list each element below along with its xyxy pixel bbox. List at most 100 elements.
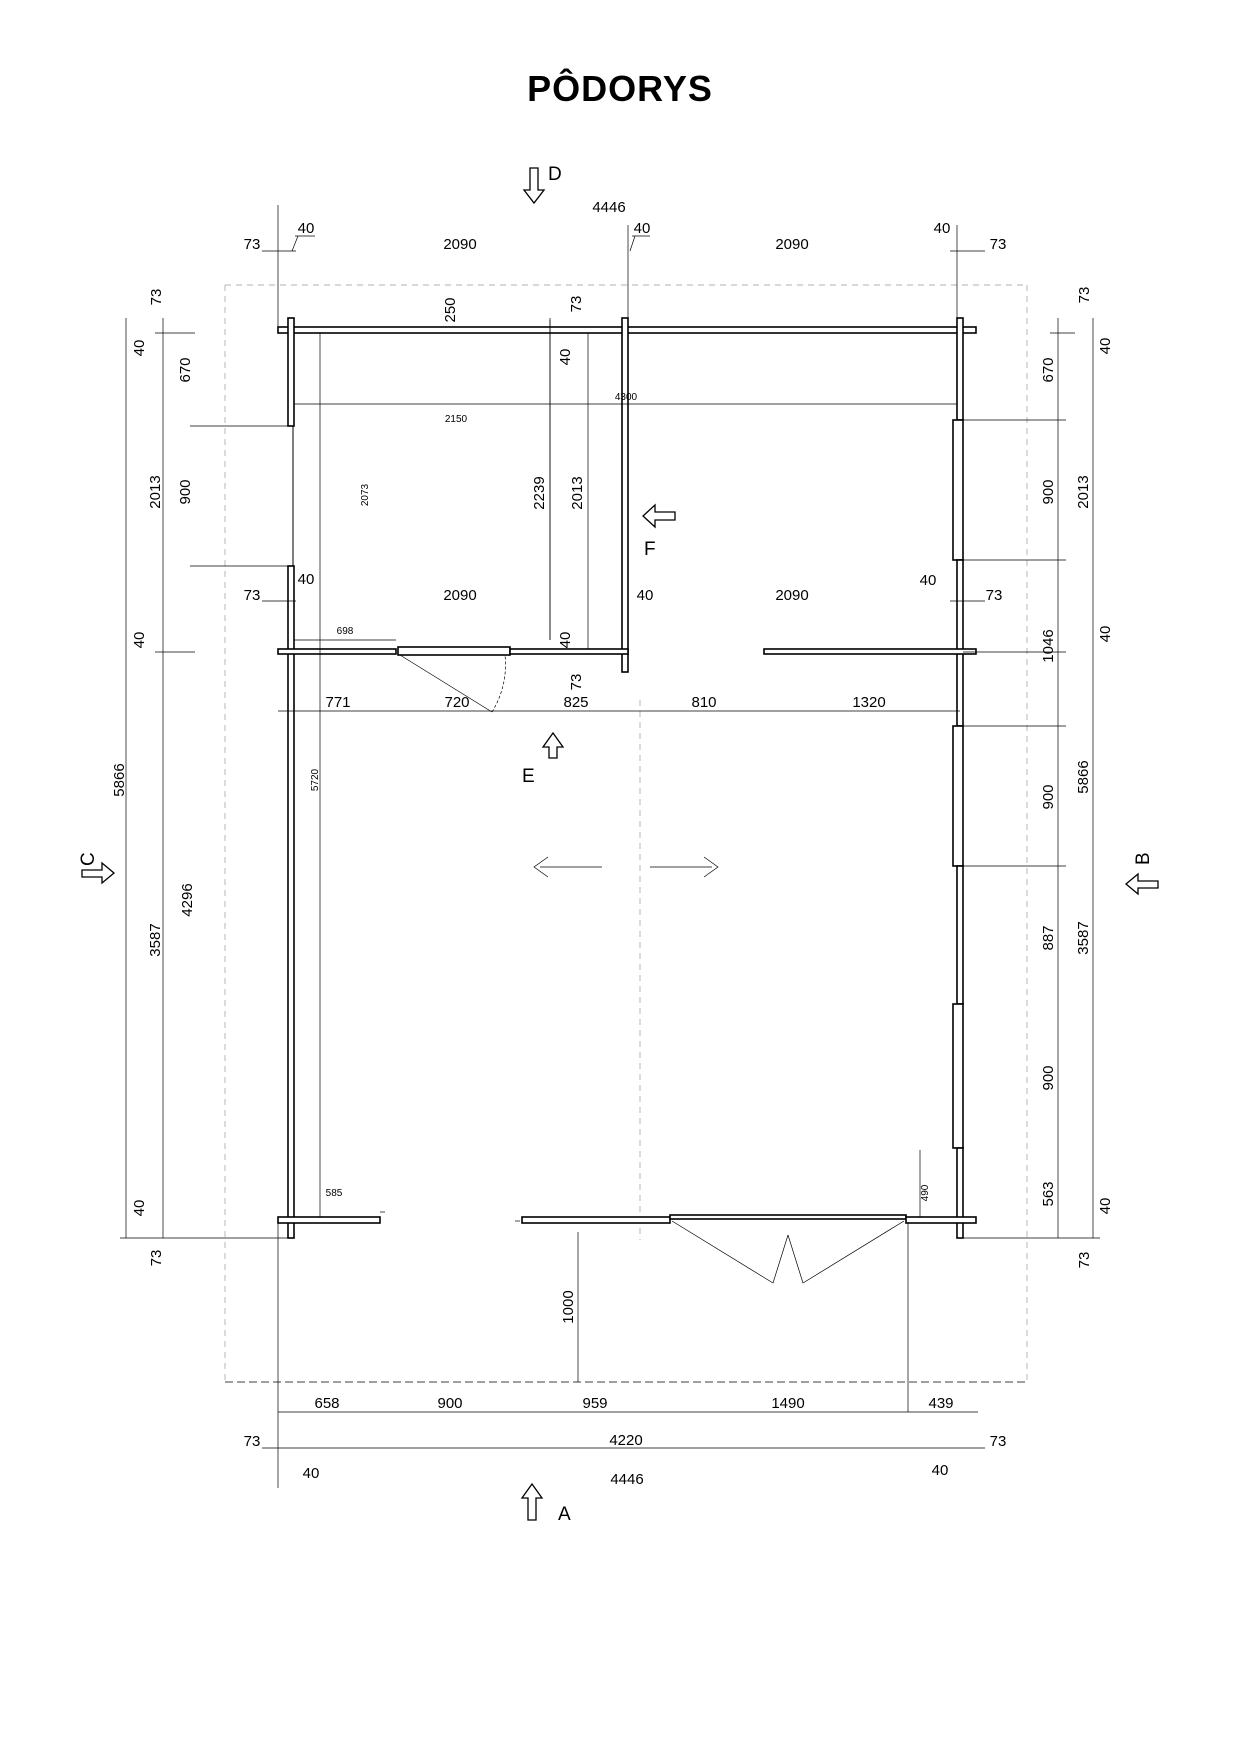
dim-right-900-b: 900	[1040, 784, 1057, 809]
dim-2239: 2239	[531, 476, 548, 509]
bottom-door-frame	[669, 1214, 907, 1220]
right-wall-seg2	[956, 559, 964, 727]
view-arrow-c	[81, 861, 116, 885]
door-arc-partition	[491, 654, 506, 713]
dim-1000: 1000	[560, 1290, 577, 1323]
dim-right-1046: 1046	[1040, 629, 1057, 662]
dim-right-900-a: 900	[1040, 479, 1057, 504]
right-window-3	[952, 1003, 964, 1149]
mid-dimensions: 73 40 2090 40 2090 40 73	[244, 571, 1003, 604]
door-leaf-right	[787, 1220, 905, 1284]
dim-mid-40: 40	[637, 587, 654, 604]
dim-left-900: 900	[177, 479, 194, 504]
dim-right-40-top: 40	[1097, 338, 1114, 355]
door-swings	[399, 654, 905, 1284]
dim-4300: 4300	[615, 392, 638, 403]
dim-top-overall: 4446	[592, 199, 625, 216]
bottom-wall-right	[905, 1216, 977, 1224]
view-arrow-e	[541, 731, 565, 759]
dim-810: 810	[691, 694, 716, 711]
partition-left	[277, 648, 397, 655]
dim-bottom-1490: 1490	[771, 1395, 804, 1412]
dim-1320: 1320	[852, 694, 885, 711]
dim-mid-73-right: 73	[986, 587, 1003, 604]
dim-2150: 2150	[445, 414, 468, 425]
left-dimensions: 73 40 670 2013 900 40 5866 4296 3587 40 …	[111, 289, 290, 1267]
dim-585: 585	[326, 1188, 343, 1199]
bottom-wall-mid	[521, 1216, 671, 1224]
dim-left-73-bot: 73	[148, 1250, 165, 1267]
dim-right-563: 563	[1040, 1181, 1057, 1206]
dim-bottom-40-left: 40	[303, 1465, 320, 1482]
dim-right-5866: 5866	[1075, 760, 1092, 793]
dim-2013-mid: 2013	[569, 476, 586, 509]
construction-lines	[224, 284, 1028, 1383]
dim-right-2013: 2013	[1075, 475, 1092, 508]
dim-2073: 2073	[360, 483, 371, 506]
dim-right-670: 670	[1040, 357, 1057, 382]
dim-left-3587: 3587	[147, 923, 164, 956]
dim-250: 250	[442, 297, 459, 322]
dim-825: 825	[563, 694, 588, 711]
walls	[277, 317, 977, 1239]
dim-490: 490	[920, 1184, 931, 1201]
dim-720: 720	[444, 694, 469, 711]
dim-bottom-73-left: 73	[244, 1433, 261, 1450]
dim-top-40-mid: 40	[634, 220, 651, 237]
bottom-wall-left	[277, 1216, 381, 1224]
dim-771: 771	[325, 694, 350, 711]
partition-mid	[509, 648, 629, 655]
view-arrow-a	[520, 1482, 544, 1521]
dim-bottom-73-right: 73	[990, 1433, 1007, 1450]
dim-right-887: 887	[1040, 925, 1057, 950]
dim-bottom-40-right: 40	[932, 1462, 949, 1479]
partition-right	[763, 648, 977, 655]
dim-mid-40-left: 40	[298, 571, 315, 588]
top-dimensions: 4446 73 40 2090 40 2090 40 73	[244, 199, 1007, 327]
dim-left-40-bot: 40	[131, 1200, 148, 1217]
dim-bottom-900: 900	[437, 1395, 462, 1412]
page-title: PÔDORYS	[527, 68, 713, 109]
view-label-f: F	[644, 539, 656, 560]
dim-right-3587: 3587	[1075, 921, 1092, 954]
right-dimensions: 73 40 670 900 2013 1046 40 900 5866 887 …	[963, 287, 1114, 1269]
dim-right-40-mid: 40	[1097, 626, 1114, 643]
dim-top-73-left: 73	[244, 236, 261, 253]
view-label-a: A	[558, 1504, 571, 1525]
dim-mid-73-left: 73	[244, 587, 261, 604]
left-wall-lower	[287, 565, 295, 1239]
dim-mid-2090-left: 2090	[443, 587, 476, 604]
dim-left-2013: 2013	[147, 475, 164, 508]
view-label-c: C	[78, 852, 99, 866]
view-label-e: E	[522, 766, 535, 787]
dim-top-2090-left: 2090	[443, 236, 476, 253]
dim-698: 698	[337, 626, 354, 637]
dim-top-40-right: 40	[934, 220, 951, 237]
dim-mid-2090-right: 2090	[775, 587, 808, 604]
dim-left-4296: 4296	[179, 883, 196, 916]
dim-73-a: 73	[568, 296, 585, 313]
sliding-arrows	[533, 856, 719, 878]
dim-top-2090-right: 2090	[775, 236, 808, 253]
dim-bottom-overall: 4446	[610, 1471, 643, 1488]
partition-door-frame	[397, 646, 511, 656]
dim-right-900-c: 900	[1040, 1065, 1057, 1090]
dim-right-73-top: 73	[1076, 287, 1093, 304]
dim-mid-40-right: 40	[920, 572, 937, 589]
dim-bottom-4220: 4220	[609, 1432, 642, 1449]
dim-top-73-right: 73	[990, 236, 1007, 253]
view-label-b: B	[1133, 852, 1154, 865]
dim-bottom-439: 439	[928, 1395, 953, 1412]
dim-top-40-left: 40	[298, 220, 315, 237]
bottom-dimensions: 658 900 959 1490 439 73 4220 73 40 4446 …	[244, 1223, 1007, 1488]
right-window-2	[952, 725, 964, 867]
view-arrow-b	[1124, 872, 1159, 896]
view-label-d: D	[548, 164, 562, 185]
partition-dimensions: 771 720 825 810 1320 250 73 40 2239 2013…	[278, 296, 960, 712]
dim-5720: 5720	[310, 768, 321, 791]
dim-73-b: 73	[568, 674, 585, 691]
interior-dimensions: 4300 2150 2073 698 5720 585 490 1000	[294, 392, 957, 1382]
dim-left-40-top: 40	[131, 340, 148, 357]
dim-right-73-bot: 73	[1076, 1252, 1093, 1269]
